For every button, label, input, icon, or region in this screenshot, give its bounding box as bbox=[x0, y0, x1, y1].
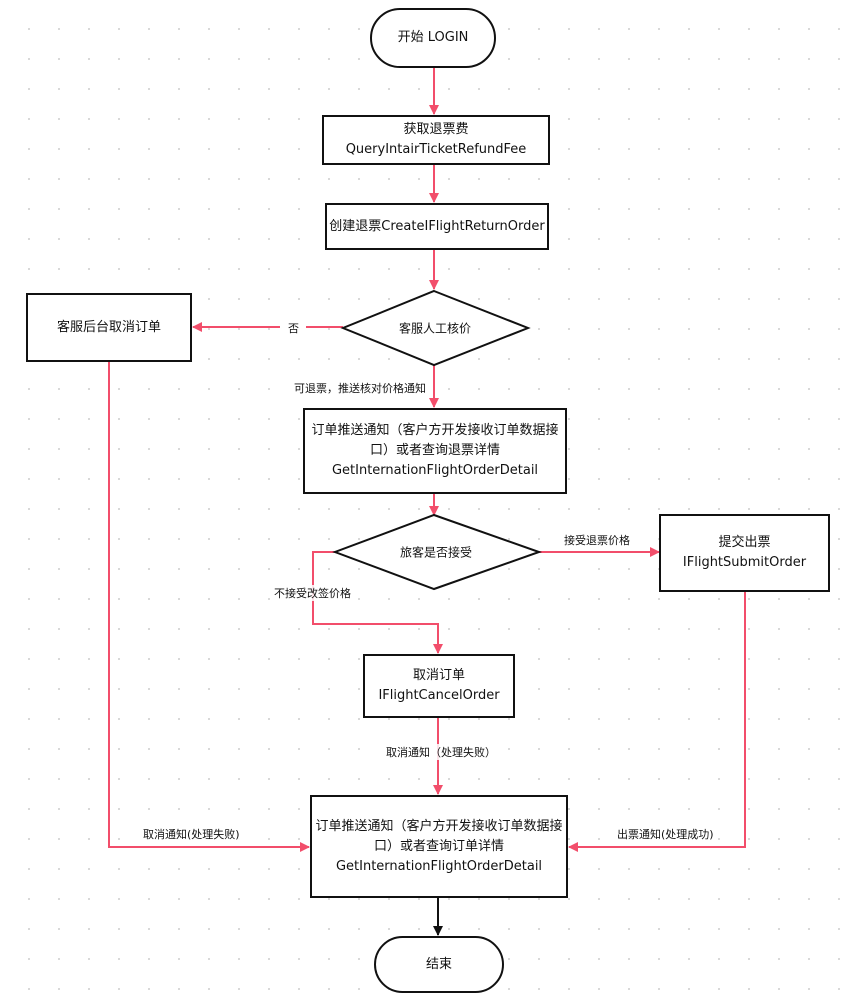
edge-accept-to-cancel bbox=[312, 551, 443, 654]
query-refund-fee-title: 获取退票费 bbox=[403, 122, 469, 137]
review-label: 客服人工核价 bbox=[398, 321, 472, 336]
notify-refund-node: 订单推送通知（客户方开发接收订单数据接 口）或者查询退票详情 GetIntern… bbox=[303, 408, 567, 494]
create-return-order-label: 创建退票CreateIFlightReturnOrder bbox=[329, 218, 545, 234]
query-refund-fee-node: 获取退票费 QueryIntairTicketRefundFee bbox=[322, 115, 550, 165]
start-node: 开始 LOGIN bbox=[370, 8, 496, 68]
submit-order-title: 提交出票 bbox=[718, 535, 771, 550]
backend-cancel-node: 客服后台取消订单 bbox=[26, 293, 192, 362]
edge-label-cancel-fail-left: 取消通知(处理失败) bbox=[141, 826, 242, 842]
cancel-order-title: 取消订单 bbox=[412, 668, 465, 683]
notify-order-node: 订单推送通知（客户方开发接收订单数据接 口）或者查询订单详情 GetIntern… bbox=[310, 795, 568, 898]
create-return-order-node: 创建退票CreateIFlightReturnOrder bbox=[325, 203, 549, 250]
end-label: 结束 bbox=[425, 956, 452, 972]
notify-refund-line2: 口）或者查询退票详情 bbox=[369, 443, 500, 458]
edge-label-accept: 接受退票价格 bbox=[562, 532, 632, 548]
notify-order-line3: GetInternationFlightOrderDetail bbox=[335, 858, 543, 874]
start-label: 开始 LOGIN bbox=[397, 30, 469, 45]
query-refund-fee-api: QueryIntairTicketRefundFee bbox=[345, 142, 527, 157]
edge-submit-to-notify bbox=[568, 592, 746, 852]
backend-cancel-label: 客服后台取消订单 bbox=[56, 319, 161, 335]
diamond-review bbox=[340, 289, 531, 367]
notify-refund-line1: 订单推送通知（客户方开发接收订单数据接 bbox=[311, 423, 559, 438]
notify-refund-line3: GetInternationFlightOrderDetail bbox=[331, 463, 539, 478]
edge-label-no: 否 bbox=[286, 320, 301, 336]
cancel-order-node: 取消订单 IFlightCancelOrder bbox=[363, 654, 515, 718]
diamond-accept bbox=[332, 513, 543, 591]
accept-label: 旅客是否接受 bbox=[399, 545, 473, 560]
edge-backend-to-notify bbox=[108, 362, 310, 852]
notify-order-line1: 订单推送通知（客户方开发接收订单数据接 bbox=[315, 818, 563, 834]
submit-order-api: IFlightSubmitOrder bbox=[682, 555, 807, 570]
edge-label-refundable: 可退票，推送核对价格通知 bbox=[292, 380, 428, 396]
notify-order-line2: 口）或者查询订单详情 bbox=[373, 838, 504, 854]
submit-order-node: 提交出票 IFlightSubmitOrder bbox=[659, 514, 830, 592]
edge-label-issue-success: 出票通知(处理成功) bbox=[615, 826, 716, 842]
end-node: 结束 bbox=[374, 936, 504, 993]
edge-label-cancel-fail-mid: 取消通知（处理失败） bbox=[384, 744, 498, 760]
edge-label-not-accept: 不接受改签价格 bbox=[272, 585, 353, 601]
cancel-order-api: IFlightCancelOrder bbox=[378, 688, 500, 703]
